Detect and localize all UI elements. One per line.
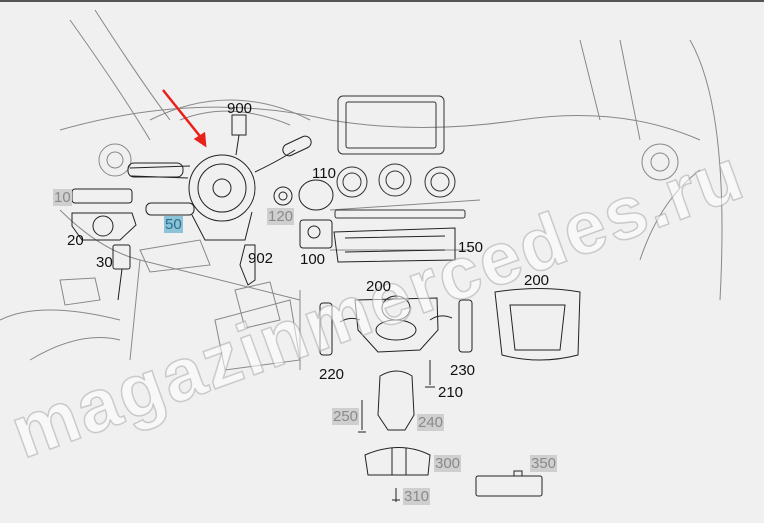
lower-console [358, 360, 543, 502]
part-label-230[interactable]: 230 [450, 362, 476, 379]
part-label-900[interactable]: 900 [227, 100, 253, 117]
part-label-120[interactable]: 120 [267, 208, 295, 225]
part-label-300[interactable]: 300 [434, 455, 462, 472]
part-label-210[interactable]: 210 [438, 384, 464, 401]
left-switches [71, 188, 137, 301]
part-label-902[interactable]: 902 [248, 250, 274, 267]
part-label-350[interactable]: 350 [530, 455, 558, 472]
part-label-110[interactable]: 110 [312, 165, 336, 182]
part-label-100[interactable]: 100 [300, 251, 326, 268]
part-label-150[interactable]: 150 [458, 239, 484, 256]
part-label-10[interactable]: 10 [53, 189, 72, 206]
part-label-310[interactable]: 310 [403, 488, 431, 505]
part-label-200-console[interactable]: 200 [366, 278, 392, 295]
part-label-250[interactable]: 250 [332, 408, 360, 425]
part-label-20[interactable]: 20 [67, 232, 84, 249]
part-label-50-selected[interactable]: 50 [164, 216, 183, 233]
steering-column-module [127, 114, 312, 241]
part-label-220[interactable]: 220 [319, 366, 345, 383]
center-console-200 [319, 288, 581, 361]
top-border [0, 0, 764, 2]
part-label-200-trim[interactable]: 200 [524, 272, 550, 289]
switch-120-110-100 [239, 179, 334, 286]
part-label-30[interactable]: 30 [96, 254, 113, 271]
part-label-240[interactable]: 240 [417, 414, 445, 431]
climate-panel [333, 227, 456, 263]
center-vents [334, 163, 466, 219]
dashboard-outline [0, 9, 723, 371]
display-screen [337, 95, 445, 155]
red-arrow [162, 89, 207, 148]
